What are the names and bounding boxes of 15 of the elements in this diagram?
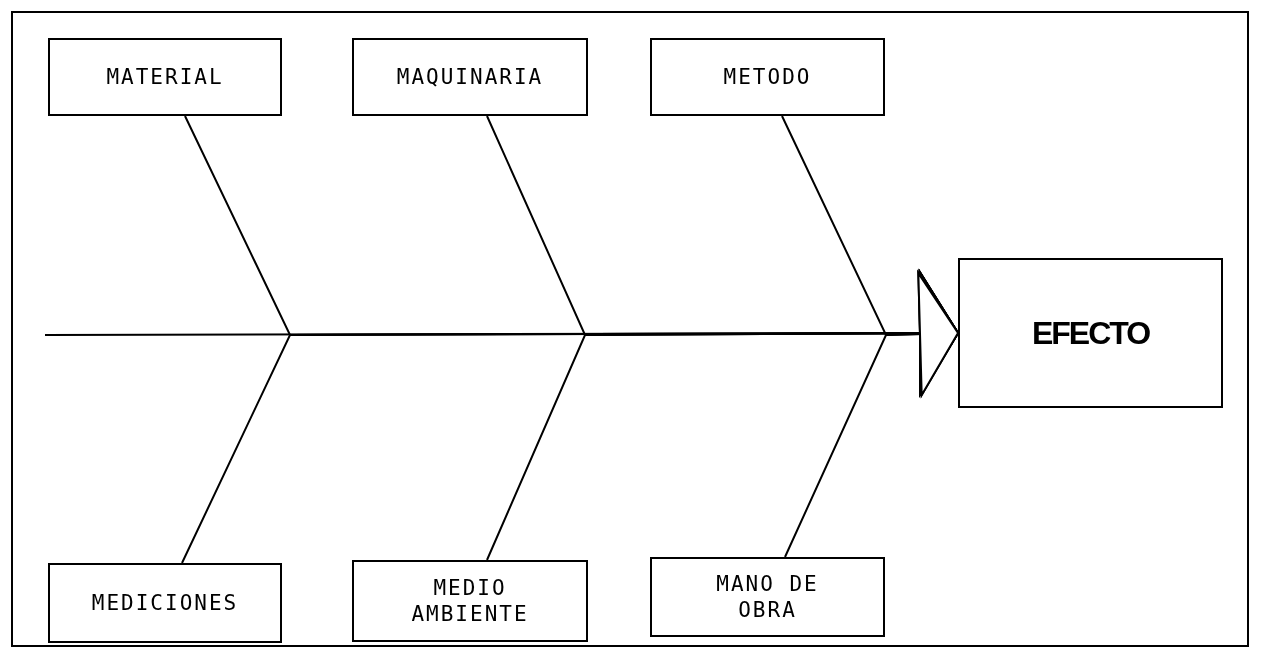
effect-label: EFECTO <box>1031 314 1150 352</box>
bone-line <box>784 272 959 558</box>
cause-label: MATERIAL <box>106 63 224 91</box>
cause-label: MEDIO AMBIENTE <box>410 574 530 628</box>
cause-box <box>352 560 588 642</box>
cause-box <box>352 38 588 116</box>
cause-label: MAQUINARIA <box>396 63 544 91</box>
cause-box <box>48 563 282 643</box>
cause-label: MEDICIONES <box>91 589 239 617</box>
cause-box <box>650 38 885 116</box>
effect-box <box>958 258 1223 408</box>
cause-box <box>650 557 885 637</box>
cause-label: METODO <box>723 63 812 91</box>
cause-box <box>48 38 282 116</box>
cause-label: MANO DE OBRA <box>715 570 820 624</box>
